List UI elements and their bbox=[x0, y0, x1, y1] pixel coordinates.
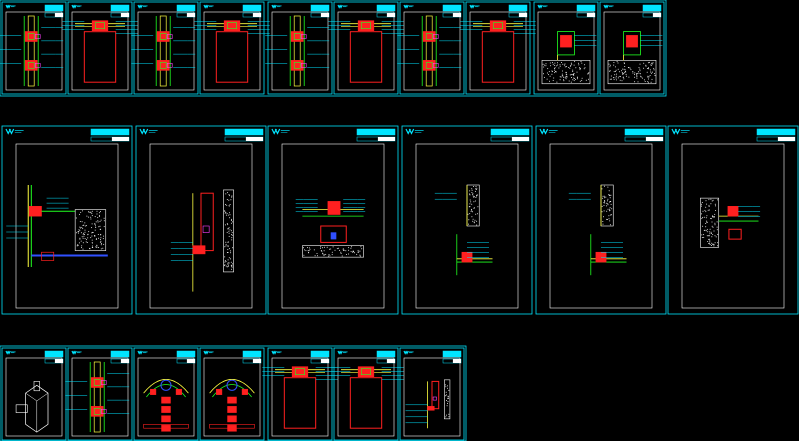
drawing-sheet-r1-7[interactable] bbox=[397, 1, 465, 95]
drawing-sheet-r1-9[interactable] bbox=[533, 1, 599, 95]
drawing-sheet-r3-5[interactable] bbox=[262, 347, 338, 441]
drawing-sheet-r1-1[interactable] bbox=[0, 1, 67, 95]
drawing-sheet-r2-3[interactable] bbox=[267, 125, 399, 315]
drawing-sheet-r2-2[interactable] bbox=[135, 125, 267, 315]
drawing-sheet-r1-5[interactable] bbox=[265, 1, 333, 95]
sheet-row-3 bbox=[0, 345, 467, 441]
drawing-sheet-r3-4[interactable] bbox=[199, 347, 265, 441]
drawing-sheet-r1-8[interactable] bbox=[460, 1, 536, 95]
drawing-sheet-r1-4[interactable] bbox=[194, 1, 270, 95]
drawing-sheet-r1-2[interactable] bbox=[62, 1, 138, 95]
drawing-sheet-r1-10[interactable] bbox=[599, 1, 665, 95]
drawing-sheet-r2-6[interactable] bbox=[667, 125, 799, 315]
drawing-sheet-r2-4[interactable] bbox=[401, 125, 533, 315]
drawing-sheet-r1-6[interactable] bbox=[328, 1, 404, 95]
sheet-row-1 bbox=[0, 0, 667, 97]
drawing-sheet-r1-3[interactable] bbox=[131, 1, 199, 95]
drawing-sheet-r3-2[interactable] bbox=[65, 347, 133, 441]
drawing-sheet-r2-1[interactable] bbox=[1, 125, 133, 315]
drawing-sheet-r3-7[interactable] bbox=[399, 347, 465, 441]
drawing-sheet-r2-5[interactable] bbox=[535, 125, 667, 315]
drawing-sheet-r3-6[interactable] bbox=[328, 347, 404, 441]
sheet-row-2 bbox=[1, 125, 799, 315]
drawing-sheet-r3-3[interactable] bbox=[133, 347, 199, 441]
drawing-sheet-r3-1[interactable] bbox=[1, 347, 67, 441]
